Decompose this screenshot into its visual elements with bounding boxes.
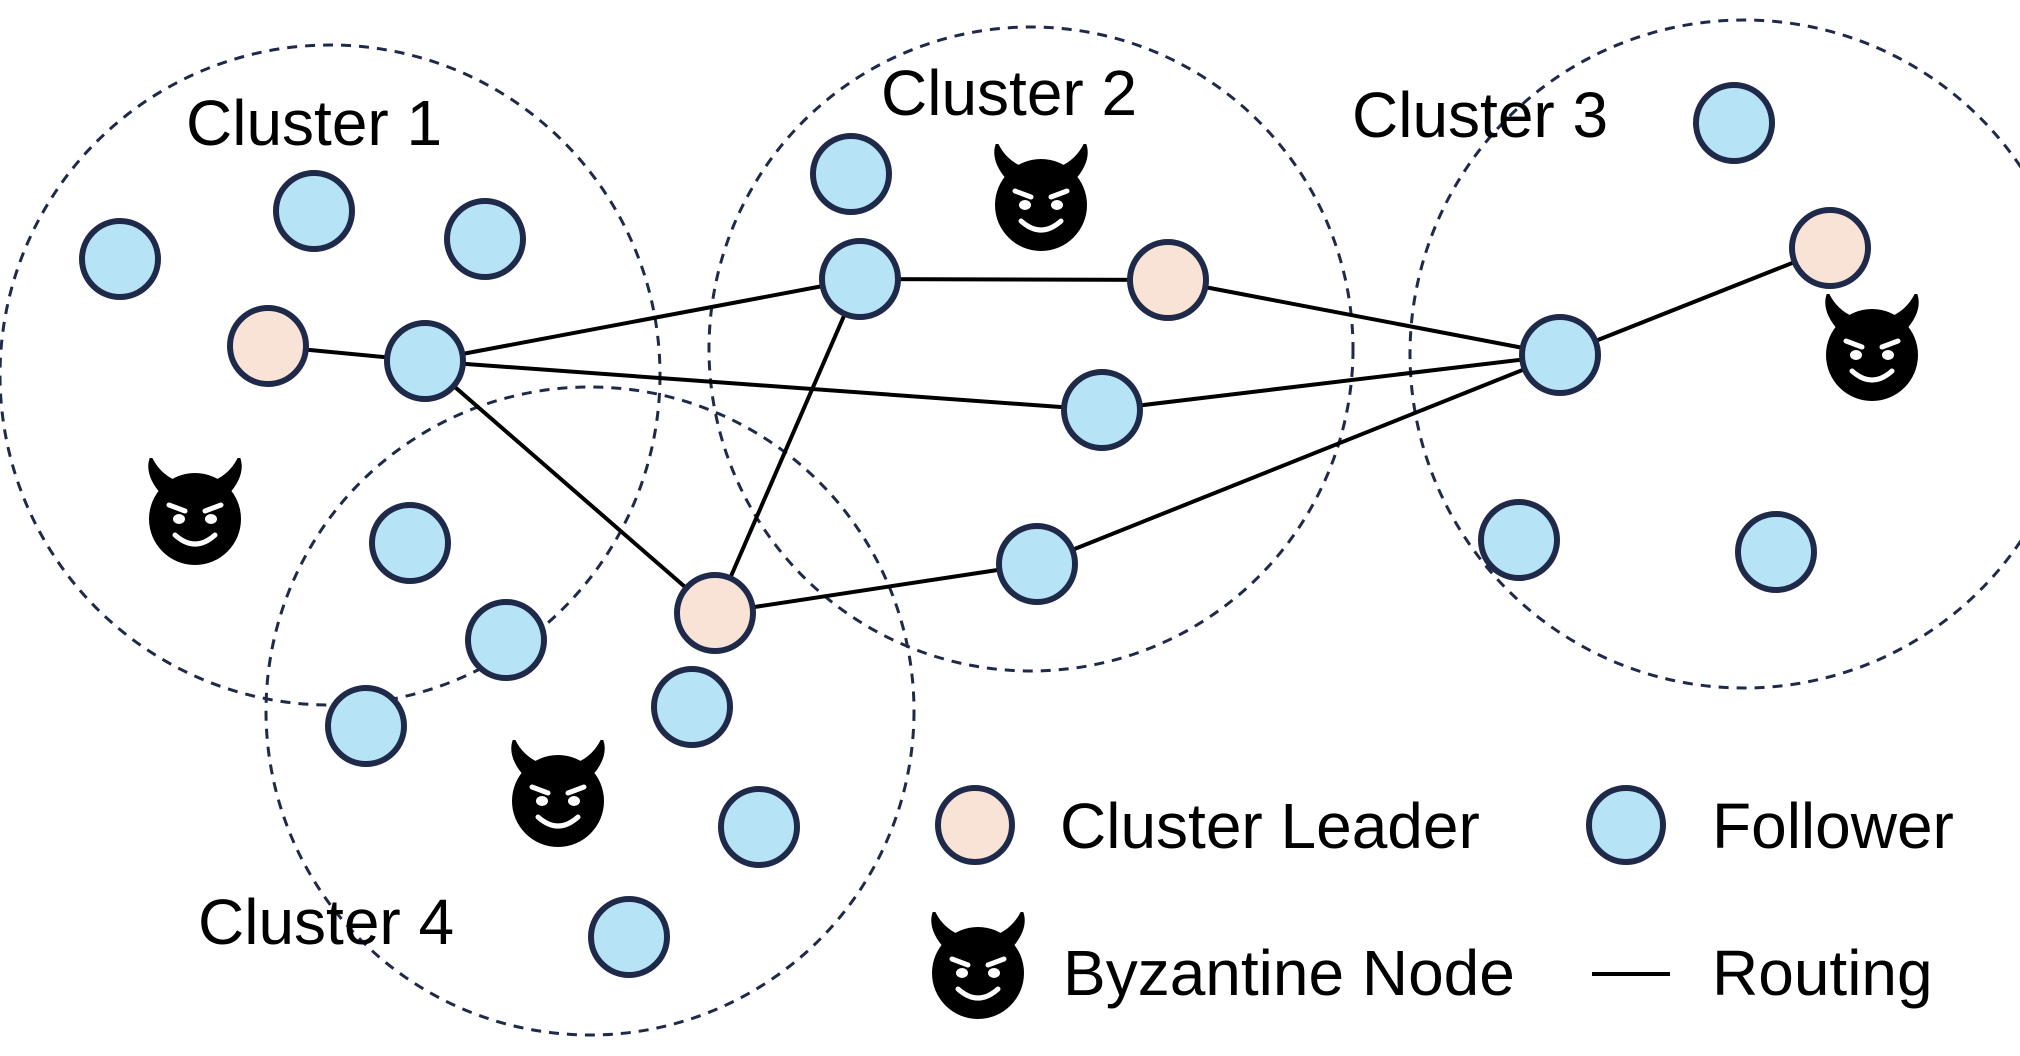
follower-node xyxy=(273,170,355,252)
follower-node xyxy=(588,896,670,978)
route-edge xyxy=(424,359,1103,412)
devil-face-icon xyxy=(1825,291,1918,401)
follower-node xyxy=(651,666,733,748)
cluster-2-label: Cluster 2 xyxy=(881,57,1137,129)
legend-follower-label: Follower xyxy=(1712,790,1954,862)
cluster-labels: Cluster 1 Cluster 2 Cluster 3 Cluster 4 xyxy=(186,57,1608,958)
leader-nodes xyxy=(227,207,1871,654)
follower-node xyxy=(819,238,901,320)
follower-node xyxy=(1519,314,1601,396)
route-edge xyxy=(1101,353,1561,412)
follower-node xyxy=(718,786,800,868)
byzantine-nodes xyxy=(148,141,1918,847)
follower-node xyxy=(465,599,547,681)
route-edge xyxy=(1559,246,1831,357)
follower-node xyxy=(1693,82,1775,164)
follower-node xyxy=(996,523,1078,605)
route-edge xyxy=(423,359,717,615)
route-edge xyxy=(859,277,1169,282)
route-edge xyxy=(713,278,862,614)
cluster-leader-node xyxy=(227,305,309,387)
cluster-leader-node xyxy=(1127,239,1209,321)
devil-face-icon xyxy=(931,909,1024,1019)
follower-node xyxy=(79,218,161,300)
cluster-rings xyxy=(0,18,2020,1037)
cluster-1-boundary xyxy=(0,43,662,707)
cluster-leader-node xyxy=(1789,207,1871,289)
legend-follower-swatch xyxy=(1586,785,1666,865)
legend: Cluster Leader Follower Byzantine Node R… xyxy=(931,785,1954,1019)
follower-node xyxy=(325,685,407,767)
cluster-leader-node xyxy=(674,572,756,654)
route-edge xyxy=(424,277,861,363)
follower-node xyxy=(810,133,892,215)
route-edge xyxy=(1167,278,1561,357)
cluster-3-boundary xyxy=(1408,18,2020,690)
devil-face-icon xyxy=(994,141,1087,251)
cluster-4-boundary xyxy=(264,385,916,1037)
cluster-2-boundary xyxy=(707,25,1355,673)
routing-lines xyxy=(267,246,1831,615)
legend-byzantine-label: Byzantine Node xyxy=(1063,937,1515,1009)
follower-node xyxy=(1061,369,1143,451)
follower-nodes xyxy=(79,82,1817,978)
follower-node xyxy=(384,320,466,402)
devil-face-icon xyxy=(511,737,604,847)
devil-face-icon xyxy=(148,455,241,565)
cluster-4-label: Cluster 4 xyxy=(198,886,454,958)
route-edge xyxy=(714,562,1038,615)
follower-node xyxy=(1478,499,1560,581)
cluster-1-label: Cluster 1 xyxy=(186,87,442,159)
legend-leader-swatch xyxy=(935,785,1015,865)
route-edge xyxy=(1036,353,1561,566)
legend-leader-label: Cluster Leader xyxy=(1060,790,1480,862)
cluster-3-label: Cluster 3 xyxy=(1352,79,1608,151)
legend-routing-label: Routing xyxy=(1712,937,1933,1009)
follower-node xyxy=(444,198,526,280)
follower-node xyxy=(369,502,451,584)
follower-node xyxy=(1735,511,1817,593)
